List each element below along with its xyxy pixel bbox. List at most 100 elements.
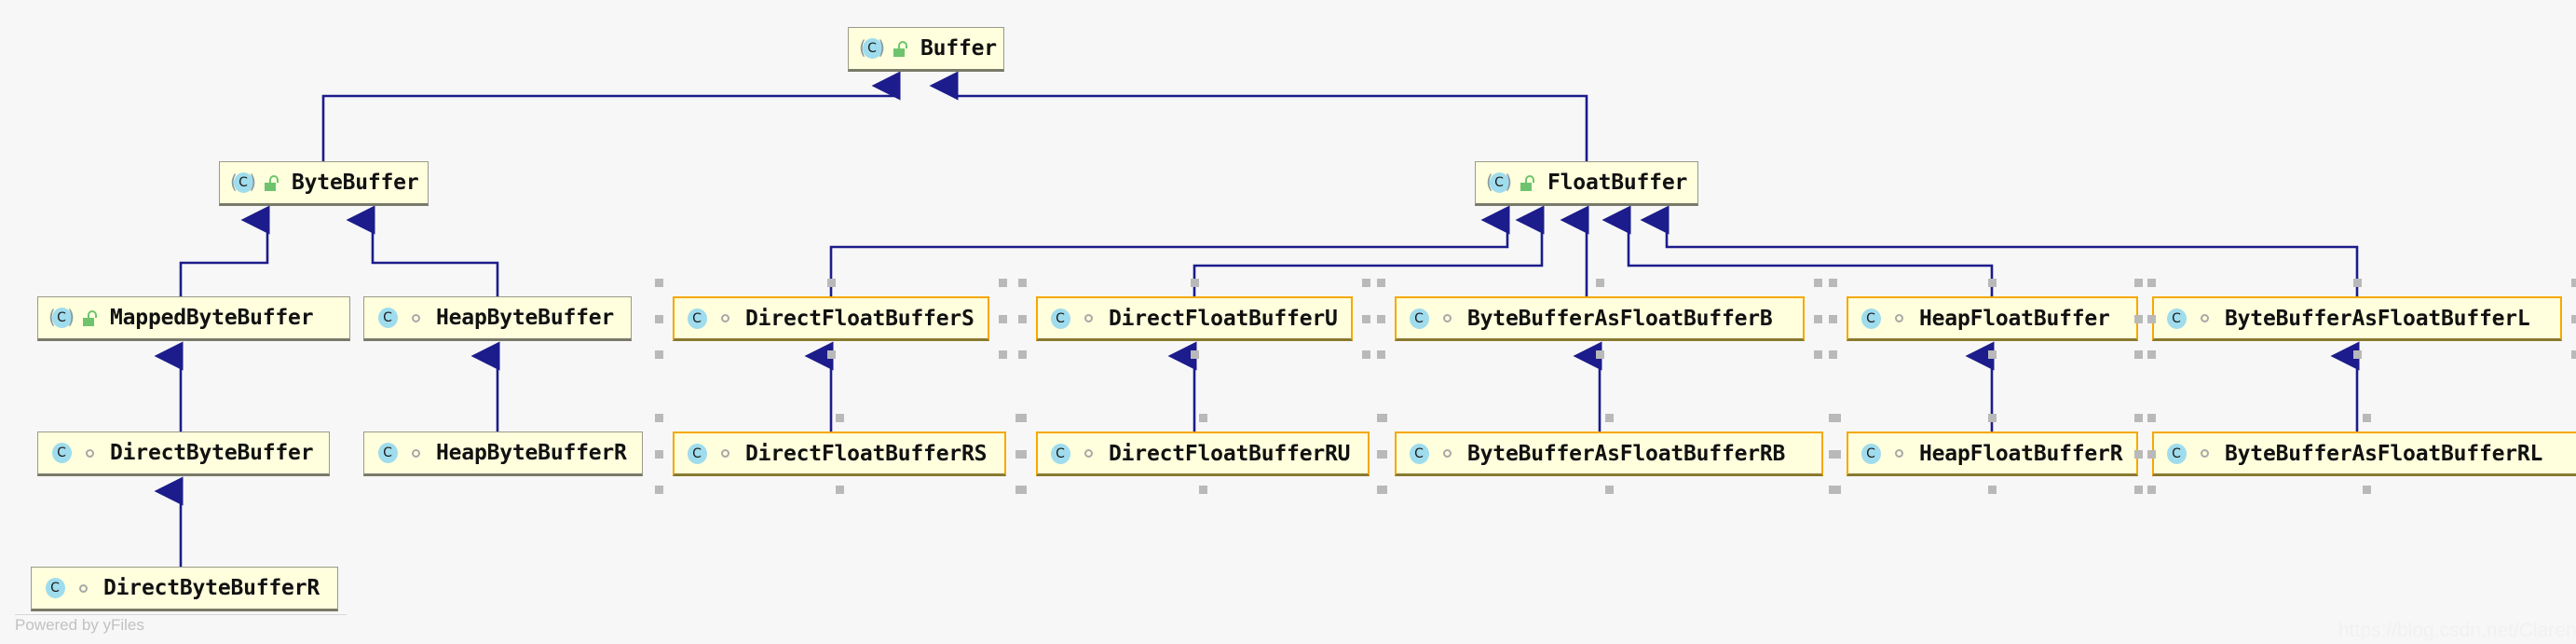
selection-handle[interactable] — [2134, 414, 2143, 422]
selection-handle[interactable] — [1018, 486, 1027, 494]
selection-handle[interactable] — [1829, 486, 1837, 494]
selection-handle[interactable] — [655, 449, 663, 459]
selection-handle[interactable] — [2571, 279, 2576, 287]
selection-handle[interactable] — [1362, 350, 1370, 359]
selection-handle[interactable] — [1988, 350, 1997, 359]
selection-handle[interactable] — [1362, 314, 1370, 323]
selection-handle[interactable] — [1190, 350, 1199, 359]
selection-handle[interactable] — [1595, 350, 1604, 359]
selection-handle[interactable] — [2134, 449, 2143, 459]
class-node-label: HeapFloatBuffer — [1919, 306, 2110, 331]
class-node-label: ByteBuffer — [292, 171, 419, 195]
selection-handle[interactable] — [1377, 279, 1385, 287]
selection-handle[interactable] — [999, 314, 1007, 323]
selection-handle[interactable] — [1829, 449, 1837, 459]
selection-handle[interactable] — [655, 486, 663, 494]
selection-handle[interactable] — [1814, 314, 1822, 323]
selection-handle[interactable] — [1829, 350, 1837, 359]
class-node-label: DirectFloatBufferRS — [745, 441, 988, 466]
selection-handle[interactable] — [1018, 314, 1027, 323]
selection-handle[interactable] — [2147, 449, 2156, 459]
selection-handle[interactable] — [1190, 279, 1199, 287]
selection-handle[interactable] — [1198, 414, 1207, 422]
class-node-bytebuffer[interactable]: C()ByteBuffer — [219, 161, 429, 206]
class-icon: C — [375, 441, 400, 465]
selection-handle[interactable] — [835, 486, 844, 494]
selection-handle[interactable] — [2571, 350, 2576, 359]
class-node-mappedbytebuffer[interactable]: C()MappedByteBuffer — [37, 296, 350, 341]
selection-handle[interactable] — [2147, 414, 2156, 422]
selection-handle[interactable] — [2147, 314, 2156, 323]
selection-handle[interactable] — [2134, 314, 2143, 323]
selection-handle[interactable] — [2147, 279, 2156, 287]
selection-handle[interactable] — [835, 414, 844, 422]
selection-handle[interactable] — [999, 350, 1007, 359]
selection-handle[interactable] — [2352, 279, 2362, 287]
selection-handle[interactable] — [999, 279, 1007, 287]
selection-handle[interactable] — [1377, 350, 1385, 359]
selection-handle[interactable] — [2362, 414, 2371, 422]
package-circle-icon — [2195, 444, 2214, 464]
selection-handle[interactable] — [1018, 279, 1027, 287]
selection-handle[interactable] — [1829, 314, 1837, 323]
selection-handle[interactable] — [1814, 350, 1822, 359]
package-circle-icon — [406, 443, 425, 463]
selection-handle[interactable] — [1604, 414, 1614, 422]
selection-handle[interactable] — [2134, 350, 2143, 359]
selection-handle[interactable] — [826, 279, 836, 287]
class-node-label: HeapByteBuffer — [436, 306, 615, 330]
selection-handle[interactable] — [1377, 314, 1385, 323]
selection-handle[interactable] — [1018, 449, 1027, 459]
selection-handle[interactable] — [1988, 279, 1997, 287]
selection-handle[interactable] — [1829, 279, 1837, 287]
selection-handle[interactable] — [1377, 414, 1385, 422]
selection-handle[interactable] — [2147, 486, 2156, 494]
selection-handle[interactable] — [655, 414, 663, 422]
selection-handle[interactable] — [655, 279, 663, 287]
selection-handle[interactable] — [826, 350, 836, 359]
selection-handle[interactable] — [1018, 350, 1027, 359]
class-node-heapbytebuffer[interactable]: C HeapByteBuffer — [363, 296, 632, 341]
class-node-label: ByteBufferAsFloatBufferL — [2225, 306, 2530, 331]
class-icon: C — [685, 307, 709, 331]
selection-handle[interactable] — [1198, 486, 1207, 494]
selection-handle[interactable] — [2147, 350, 2156, 359]
class-node-label: DirectByteBuffer — [110, 441, 314, 465]
selection-handle[interactable] — [1829, 414, 1837, 422]
selection-handle[interactable] — [1988, 414, 1997, 422]
class-node-floatbuffer[interactable]: C()FloatBuffer — [1475, 161, 1698, 206]
selection-handle[interactable] — [1377, 486, 1385, 494]
selection-handle[interactable] — [1604, 486, 1614, 494]
selection-handle[interactable] — [2134, 279, 2143, 287]
selection-handle[interactable] — [2571, 314, 2576, 323]
class-icon: C — [375, 306, 400, 330]
abstract-class-icon: C() — [859, 36, 885, 59]
selection-handle[interactable] — [2352, 350, 2362, 359]
selection-handle[interactable] — [1362, 279, 1370, 287]
class-node-label: DirectByteBufferR — [103, 576, 320, 600]
selection-handle[interactable] — [1595, 279, 1604, 287]
selection-handle[interactable] — [1018, 414, 1027, 422]
selection-handle[interactable] — [1988, 486, 1997, 494]
selection-handle[interactable] — [1814, 279, 1822, 287]
selection-handle[interactable] — [655, 314, 663, 323]
selection-handle[interactable] — [1377, 449, 1385, 459]
selection-handle[interactable] — [2134, 486, 2143, 494]
selection-handle[interactable] — [655, 350, 663, 359]
class-node-buffer[interactable]: C()Buffer — [848, 27, 1004, 72]
selection-handle[interactable] — [2362, 486, 2371, 494]
